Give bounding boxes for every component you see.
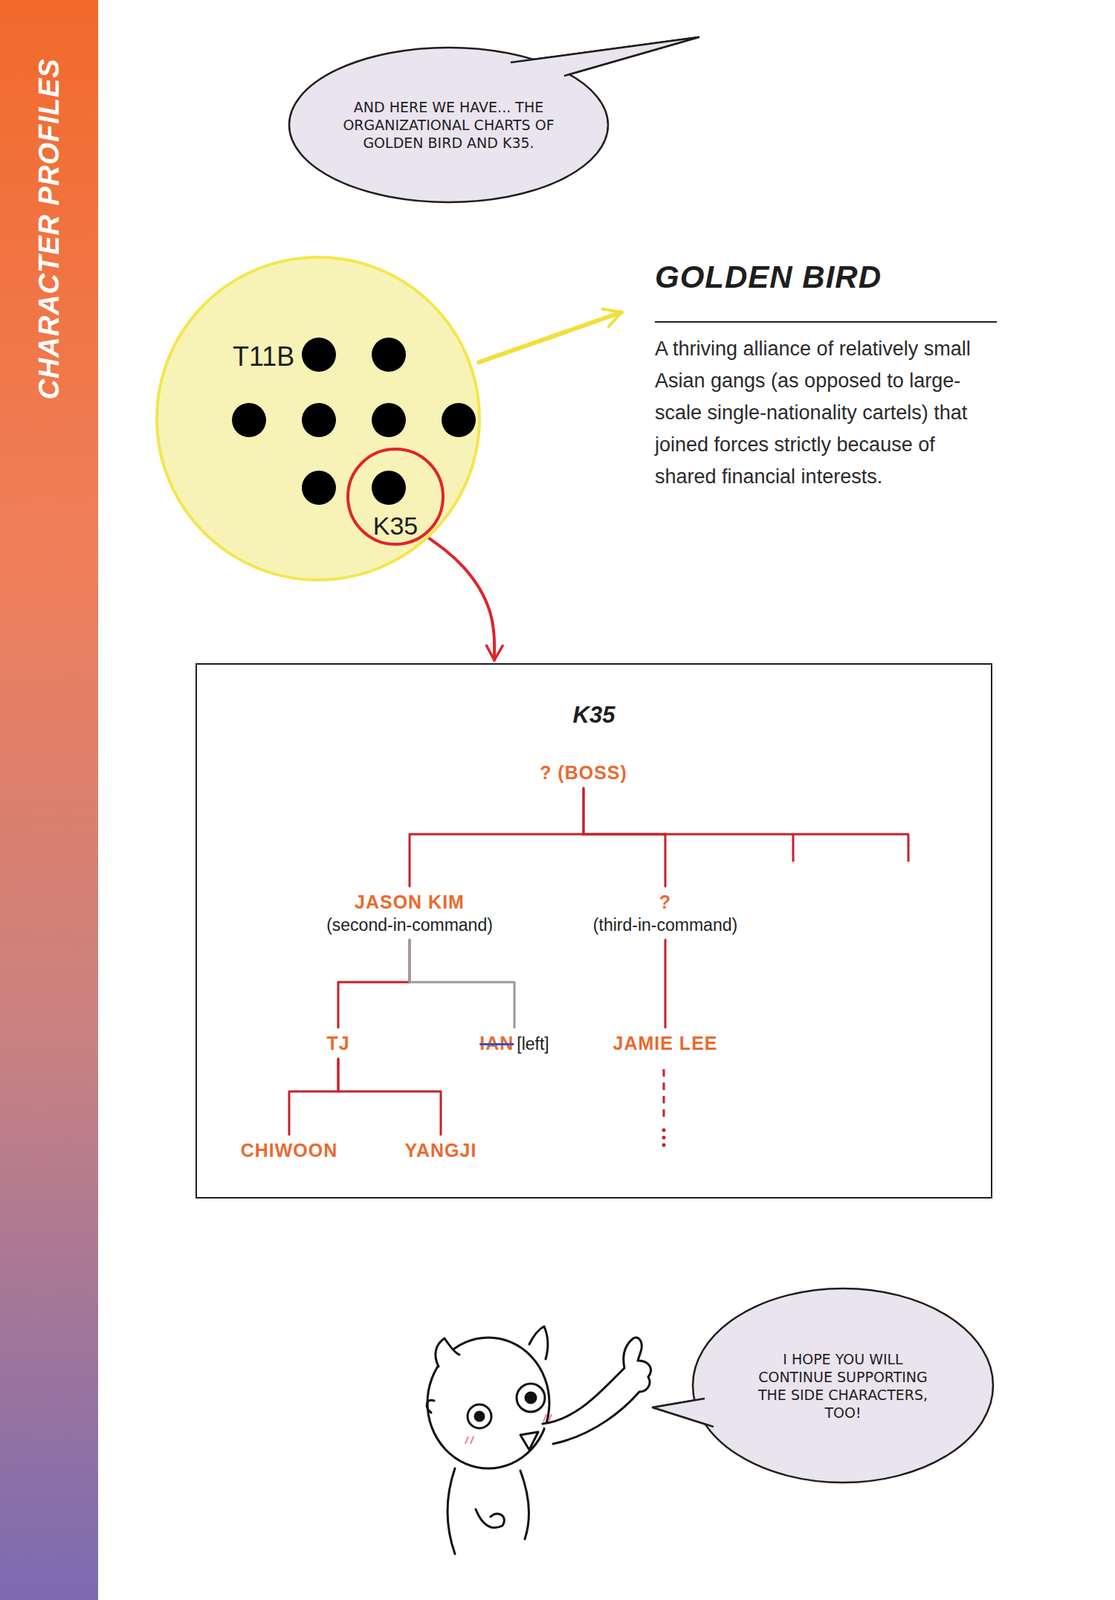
org-member: TJ <box>321 1027 354 1059</box>
dot <box>662 1143 667 1147</box>
empty-branch <box>792 834 795 862</box>
org-connector <box>664 939 667 1028</box>
bubble-outline <box>691 1286 995 1484</box>
tree-extras <box>582 834 910 1121</box>
node-title: T11B <box>232 341 295 372</box>
node-title: GOLDEN BIRD <box>654 258 997 323</box>
node-title: K35 <box>346 511 445 540</box>
org-connector <box>583 787 666 887</box>
node-title: JAMIE LEE <box>613 1031 719 1055</box>
empty-branch <box>907 834 910 862</box>
dashed-branch <box>663 1068 666 1121</box>
blush-mark <box>548 1413 552 1422</box>
org-chart-box: K35 ? (BOSS) JASON KIM(second-in-command)?… <box>195 663 993 1199</box>
circle-outline <box>156 257 480 580</box>
node-title: YANGJI <box>405 1138 478 1162</box>
member-gang-dot <box>301 470 336 505</box>
org-connector <box>409 787 584 887</box>
org-member: JASON KIM(second-in-command) <box>321 886 498 940</box>
description-block: GOLDEN BIRD A thriving alliance of relati… <box>624 258 997 493</box>
org-member: ?(third-in-command) <box>588 886 742 940</box>
mascot <box>426 1326 651 1554</box>
continuation-dots <box>662 1128 667 1147</box>
org-member: ? (BOSS) <box>535 756 632 788</box>
bubble-tail-outline <box>510 37 699 76</box>
mascot-ear <box>435 1338 460 1367</box>
member-gang-dot <box>301 337 336 372</box>
member-gang-dot <box>371 337 406 372</box>
node-title: CHIWOON <box>240 1138 339 1162</box>
node-title: TJ <box>326 1031 350 1055</box>
pointer-arrow <box>427 537 495 661</box>
org-member: JAMIE LEE <box>608 1027 723 1059</box>
speech-bubble: AND HERE WE HAVE... THE ORGANIZATIONAL C… <box>287 46 610 204</box>
blush-mark <box>543 1413 547 1422</box>
mascot-cheek <box>426 1399 435 1413</box>
org-connector <box>338 1058 441 1135</box>
member-gang-dot <box>301 402 336 438</box>
org-member: CHIWOON <box>236 1134 343 1166</box>
node-note: A thriving alliance of relatively small … <box>654 333 994 493</box>
node-title: JASON KIM <box>326 890 493 913</box>
mascot-arm <box>542 1337 652 1444</box>
circle-outline <box>155 255 481 582</box>
bubble-seam <box>510 37 699 76</box>
member-gang-dot <box>231 402 267 438</box>
blush-mark <box>465 1436 469 1444</box>
org-member: YANGJI <box>400 1134 482 1166</box>
mascot-eye <box>516 1383 545 1412</box>
member-gang-dot <box>371 470 406 505</box>
node-note: [left] <box>516 1033 549 1055</box>
side-bar <box>0 0 99 1600</box>
bubble-seam <box>652 1398 714 1427</box>
speech-bubble: I HOPE YOU WILL CONTINUE SUPPORTING THE … <box>691 1286 995 1484</box>
node-note: (second-in-command) <box>326 914 493 936</box>
bubble-tail-outline <box>652 1398 714 1427</box>
org-connector <box>289 1058 339 1135</box>
org-connector <box>409 939 515 1028</box>
dot <box>662 1128 667 1133</box>
blush-mark <box>470 1436 474 1444</box>
mascot-ear <box>529 1326 548 1359</box>
node-title: IAN <box>479 1031 514 1055</box>
node-title: ? (BOSS) <box>539 761 628 784</box>
bubble-body <box>692 1288 994 1483</box>
section-label: CHARACTER PROFILES <box>33 57 66 400</box>
mascot-hand <box>475 1508 504 1528</box>
node-title: AND HERE WE HAVE... THE ORGANIZATIONAL C… <box>342 98 555 152</box>
gang-circle: K35 <box>346 447 445 546</box>
org-member: IAN[left] <box>474 1027 554 1059</box>
dot <box>662 1135 667 1140</box>
mascot-beak <box>520 1431 539 1450</box>
mascot-blush <box>465 1413 552 1444</box>
mascot-pupil <box>525 1392 536 1403</box>
member-gang-dot <box>441 402 476 438</box>
mascot-body <box>447 1468 529 1554</box>
node-note: (third-in-command) <box>593 914 738 936</box>
org-connector <box>338 939 410 1028</box>
mascot-pupil <box>474 1411 484 1421</box>
pointer-arrow <box>478 312 622 363</box>
mascot-eye <box>467 1404 492 1428</box>
alliance-circle: T11B K35 <box>155 255 481 582</box>
node-title: K35 <box>196 701 991 729</box>
node-title: I HOPE YOU WILL CONTINUE SUPPORTING THE … <box>747 1349 939 1422</box>
node-title: ? <box>593 890 738 913</box>
mascot-head <box>427 1337 550 1469</box>
bubble-tail <box>652 1398 714 1427</box>
member-gang-dot <box>371 402 406 438</box>
